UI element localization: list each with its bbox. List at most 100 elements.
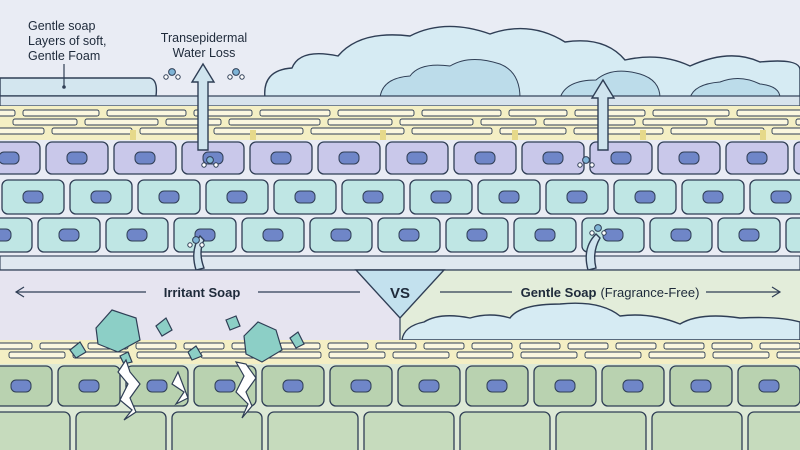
gentle-foam-layer [401, 302, 800, 341]
lipid-bar [795, 118, 800, 126]
cell-nucleus [610, 151, 632, 165]
water-molecule-atom [577, 162, 583, 168]
cell-nucleus [738, 228, 760, 242]
lipid-bar [22, 109, 100, 117]
vs-label: VS [390, 285, 410, 302]
water-molecule-atom [601, 230, 607, 236]
cell-nucleus [406, 151, 428, 165]
lipid-bar [136, 351, 194, 359]
lipid-bar [480, 118, 537, 126]
basement-band [0, 255, 800, 271]
water-molecule-atom [187, 242, 193, 248]
skin-surface-band [0, 95, 800, 107]
water-molecule-atom [594, 224, 602, 232]
irritant-crystal [69, 341, 87, 359]
cell-nucleus [418, 379, 440, 393]
water-molecule-atom [589, 230, 595, 236]
lipid-bar [508, 109, 568, 117]
barrier-cracks [117, 358, 257, 421]
cell-nucleus [398, 228, 420, 242]
cell-nucleus [566, 190, 588, 204]
lipid-bar [543, 118, 636, 126]
foam-clouds [0, 25, 800, 99]
lipid-bar [165, 118, 222, 126]
skin-cell [0, 141, 41, 175]
lipid-bar [776, 351, 800, 359]
skin-cell [785, 217, 800, 253]
lipid-bar [574, 109, 646, 117]
tewl-caption-line-2: Water Loss [173, 46, 236, 60]
cell-nucleus [670, 228, 692, 242]
lipid-bar [135, 342, 177, 350]
lipid-bar [648, 351, 706, 359]
cell-nucleus [702, 190, 724, 204]
foam-caption-line-1: Gentle soap [28, 19, 95, 33]
irritant-crystal [225, 315, 241, 331]
cell-nucleus [90, 190, 112, 204]
cell-nucleus [758, 379, 780, 393]
cell-nucleus [214, 379, 236, 393]
lipid-bar [642, 118, 708, 126]
lipid-bar [0, 342, 33, 350]
cell-nucleus [22, 190, 44, 204]
cell-nucleus [350, 379, 372, 393]
lipid-bar [84, 118, 159, 126]
water-molecule-atom [206, 156, 214, 164]
lipid-bar [392, 351, 450, 359]
cell-nucleus [0, 151, 20, 165]
lipid-bar [139, 127, 207, 135]
skin-cell [747, 411, 800, 450]
irritant-crystal [119, 351, 133, 365]
lipid-bar [327, 118, 393, 126]
cell-nucleus [362, 190, 384, 204]
cell-nucleus [270, 151, 292, 165]
water-molecule-atom [232, 68, 240, 76]
cell-nucleus [498, 190, 520, 204]
cell-nucleus [746, 151, 768, 165]
water-molecule-atom [589, 162, 595, 168]
irritant-crystal [95, 309, 141, 353]
lipid-bar [183, 342, 225, 350]
gentle-soap-label-bold: Gentle Soap [521, 285, 597, 300]
water-molecule-atom [199, 242, 205, 248]
lipid-bar [328, 351, 386, 359]
skin-cell [363, 411, 455, 450]
lipid-bar [213, 127, 304, 135]
lipid-bar [771, 127, 800, 135]
cell-nucleus [58, 228, 80, 242]
lipid-bar [519, 342, 561, 350]
water-molecule-atom [582, 156, 590, 164]
water-molecule-atom [192, 236, 200, 244]
lipid-bar [711, 342, 753, 350]
lipid-bar [310, 127, 405, 135]
cell-nucleus [126, 228, 148, 242]
cell-nucleus [634, 190, 656, 204]
lipid-bar [399, 118, 474, 126]
lipid-bar [573, 127, 664, 135]
cell-nucleus [622, 379, 644, 393]
cell-nucleus [602, 228, 624, 242]
irritant-crystal [155, 317, 173, 337]
cell-nucleus [226, 190, 248, 204]
lipid-bar [51, 127, 133, 135]
gentle-arrow [440, 286, 782, 298]
foam-caption: Gentle soap Layers of soft, Gentle Foam [28, 19, 107, 89]
water-molecule-atom [175, 74, 181, 80]
lipid-bar [759, 342, 800, 350]
skin-cell [75, 411, 167, 450]
lipid-bars [0, 109, 800, 158]
lipid-bar [456, 351, 514, 359]
lipid-bar [520, 351, 578, 359]
irritant-soap-label: Irritant Soap [164, 285, 241, 300]
lipid-bar [259, 109, 331, 117]
foam-pointer-dot [62, 85, 66, 89]
gentle-soap-label: Gentle Soap(Fragrance-Free) [521, 285, 700, 300]
skin-cell [459, 411, 551, 450]
lower-cell-rows [0, 365, 800, 450]
lipid-bar [712, 351, 770, 359]
lipid-bar [421, 109, 502, 117]
lipid-bar [471, 342, 513, 350]
lipid-bar [0, 127, 45, 135]
water-molecule-atom [213, 162, 219, 168]
